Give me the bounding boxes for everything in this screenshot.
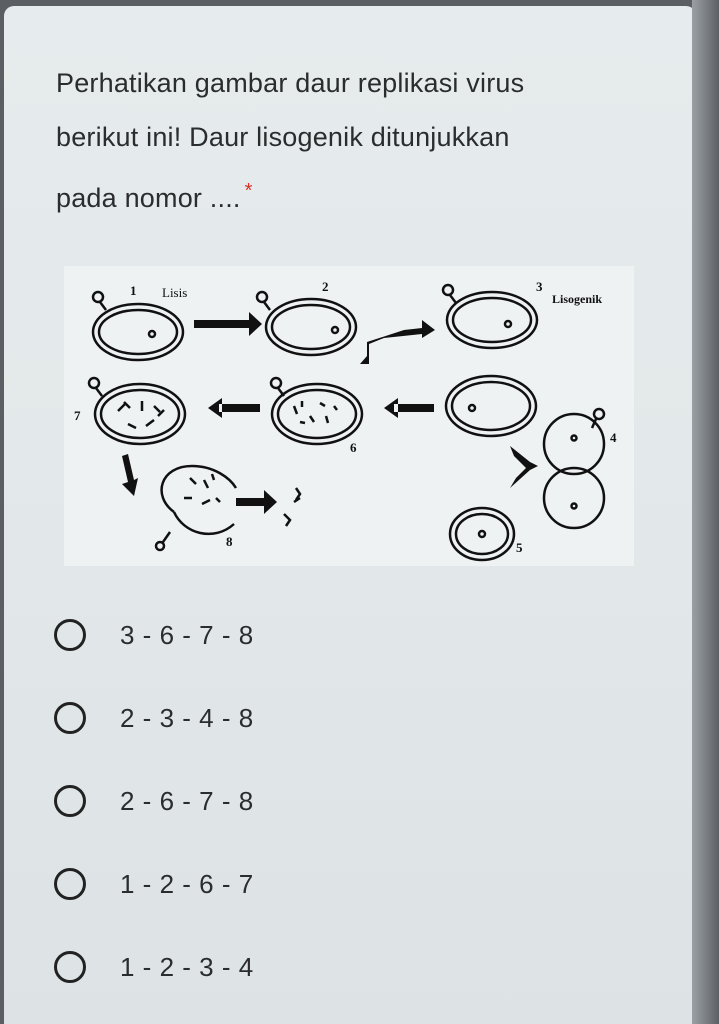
option-3[interactable]: 2 - 6 - 7 - 8 (54, 776, 254, 826)
arrow-2-3 (360, 320, 435, 364)
arrow-7-8 (122, 454, 138, 496)
cell-2 (264, 297, 358, 357)
label-8: 8 (226, 534, 233, 549)
option-label: 2 - 6 - 7 - 8 (120, 785, 254, 816)
option-label: 2 - 3 - 4 - 8 (120, 702, 254, 733)
arrow-lysogenic-branch (510, 446, 538, 488)
cell-4-top (542, 412, 606, 476)
cell-7 (93, 382, 187, 446)
radio-button[interactable] (54, 868, 86, 900)
cell-4-bottom (542, 466, 606, 530)
arrow-8-release (236, 490, 277, 514)
radio-button[interactable] (54, 619, 86, 651)
virus-replication-diagram: 1 Lisis 2 3 Lisogenik 4 5 6 7 8 (64, 266, 634, 566)
option-5[interactable]: 1 - 2 - 3 - 4 (54, 942, 254, 992)
arrow-1-2 (194, 312, 262, 336)
label-3: 3 (536, 279, 543, 294)
arrow-6-7 (208, 398, 260, 418)
option-4[interactable]: 1 - 2 - 6 - 7 (54, 859, 254, 909)
cell-5 (448, 506, 516, 562)
option-label: 3 - 6 - 7 - 8 (120, 619, 254, 650)
label-7: 7 (74, 408, 81, 423)
label-6: 6 (350, 440, 357, 455)
cell-6 (270, 382, 364, 446)
label-lisis: Lisis (162, 285, 188, 300)
required-marker: * (244, 180, 253, 202)
option-label: 1 - 2 - 3 - 4 (120, 951, 254, 982)
label-4: 4 (610, 430, 617, 445)
cell-3 (445, 290, 539, 350)
question-title: Perhatikan gambar daur replikasi virus b… (56, 56, 576, 225)
cell-integrated (444, 374, 538, 438)
screen-edge (692, 0, 719, 1024)
cell-8 (160, 464, 238, 514)
question-text: Perhatikan gambar daur replikasi virus b… (56, 68, 525, 213)
option-label: 1 - 2 - 6 - 7 (120, 868, 254, 899)
option-1[interactable]: 3 - 6 - 7 - 8 (54, 610, 254, 660)
diagram-drawing (87, 283, 606, 562)
label-1: 1 (130, 283, 137, 298)
label-2: 2 (322, 279, 329, 294)
label-lisogenik: Lisogenik (552, 292, 603, 306)
option-2[interactable]: 2 - 3 - 4 - 8 (54, 693, 254, 743)
arrow-right-6 (384, 398, 434, 418)
radio-button[interactable] (54, 702, 86, 734)
radio-button[interactable] (54, 785, 86, 817)
label-5: 5 (516, 540, 523, 555)
radio-button[interactable] (54, 951, 86, 983)
cell-1 (91, 302, 185, 362)
